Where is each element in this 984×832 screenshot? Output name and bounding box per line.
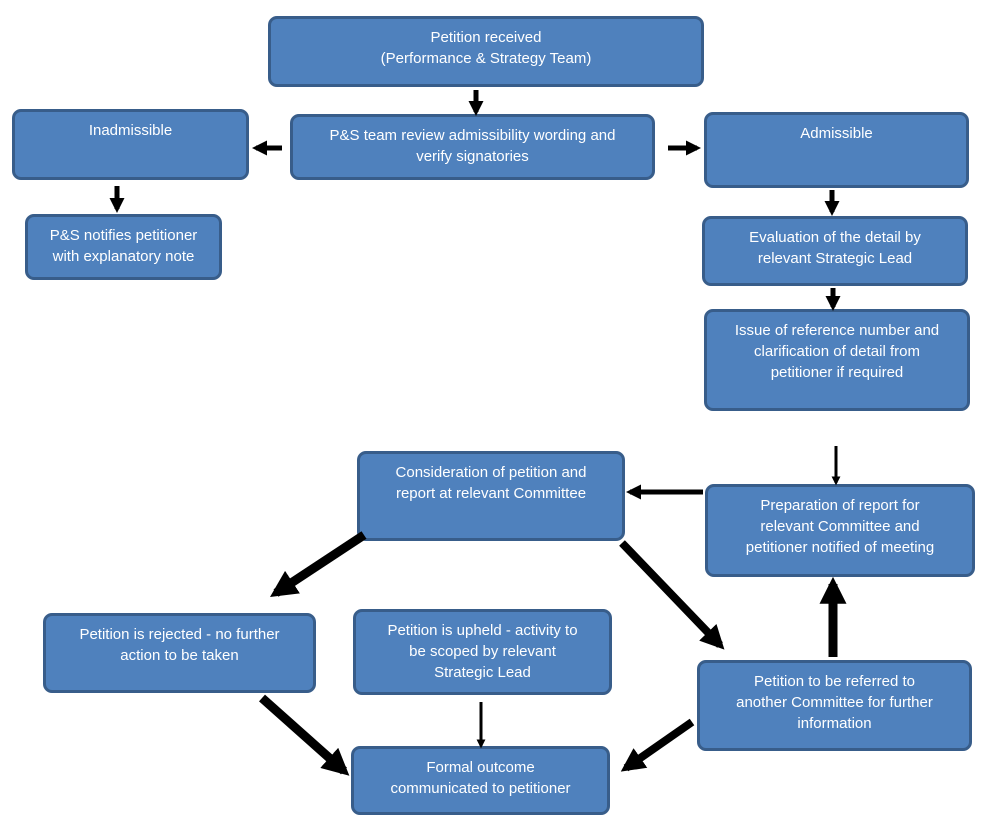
arrow-rejected-to-formal [259,694,350,776]
arrow-consideration-to-referred [619,540,725,650]
node-evaluation: Evaluation of the detail by relevant Str… [702,216,968,286]
node-rejected: Petition is rejected - no further action… [43,613,316,693]
node-referred: Petition to be referred to another Commi… [697,660,972,751]
node-notify-petitioner: P&S notifies petitioner with explanatory… [25,214,222,280]
node-upheld: Petition is upheld - activity to be scop… [353,609,612,695]
arrow-referred-to-formal [620,718,695,772]
node-inadmissible: Inadmissible [12,109,249,180]
node-review: P&S team review admissibility wording an… [290,114,655,180]
node-admissible: Admissible [704,112,969,188]
arrow-consideration-to-rejected [269,531,367,597]
node-consideration: Consideration of petition and report at … [357,451,625,541]
node-preparation: Preparation of report for relevant Commi… [705,484,975,577]
node-petition-received: Petition received (Performance & Strateg… [268,16,704,87]
